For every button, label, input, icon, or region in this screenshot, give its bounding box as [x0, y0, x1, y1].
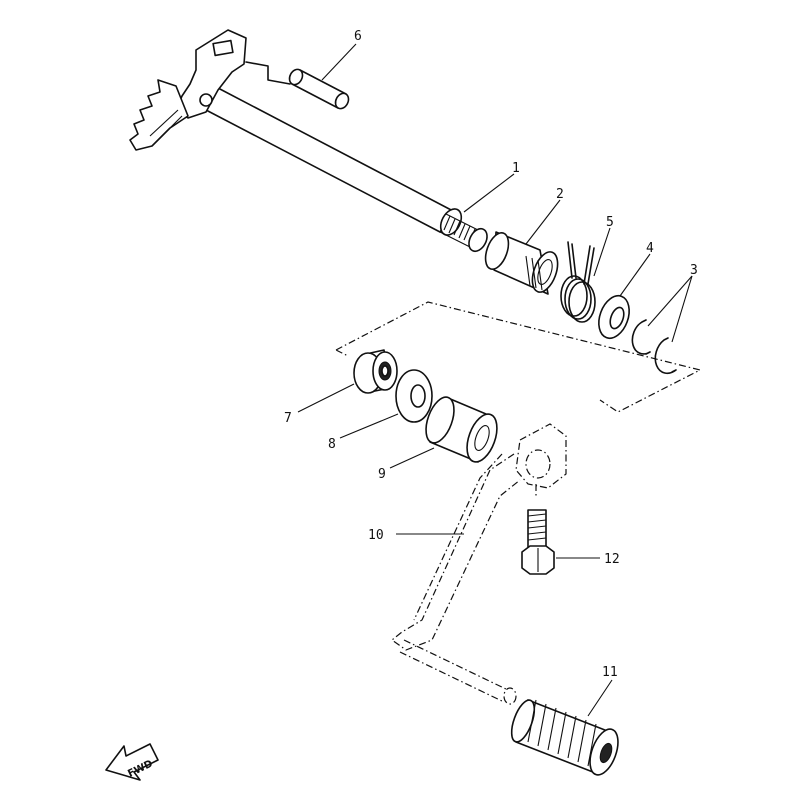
callout-9: 9: [378, 467, 386, 482]
callout-4: 4: [646, 241, 654, 256]
callout-6: 6: [354, 29, 362, 44]
bearing: [353, 349, 398, 394]
group-outline: [335, 301, 702, 413]
callout-7: 7: [284, 411, 292, 426]
callout-12: 12: [604, 552, 620, 567]
callout-8: 8: [328, 437, 336, 452]
callout-3: 3: [690, 263, 698, 278]
circlips: [631, 319, 677, 375]
callout-labels: 1 2 3 4 5 6 7 8 9 10 11 12: [284, 29, 698, 680]
callout-10: 10: [368, 528, 384, 543]
washer-8: [395, 369, 433, 423]
forward-arrow-icon: FWD: [105, 743, 159, 781]
callout-2: 2: [556, 187, 564, 202]
washer-4: [598, 294, 630, 340]
collar: [484, 231, 559, 295]
shift-shaft: [129, 29, 488, 253]
torsion-spring: [560, 241, 596, 323]
bolt: [521, 509, 555, 575]
callout-1: 1: [512, 161, 520, 176]
sleeve: [425, 396, 498, 463]
pin: [288, 68, 350, 110]
footpeg-rubber: [510, 699, 619, 776]
leader-lines: [297, 43, 693, 717]
callout-11: 11: [602, 665, 618, 680]
callout-5: 5: [606, 215, 614, 230]
shift-pedal: [391, 423, 567, 705]
